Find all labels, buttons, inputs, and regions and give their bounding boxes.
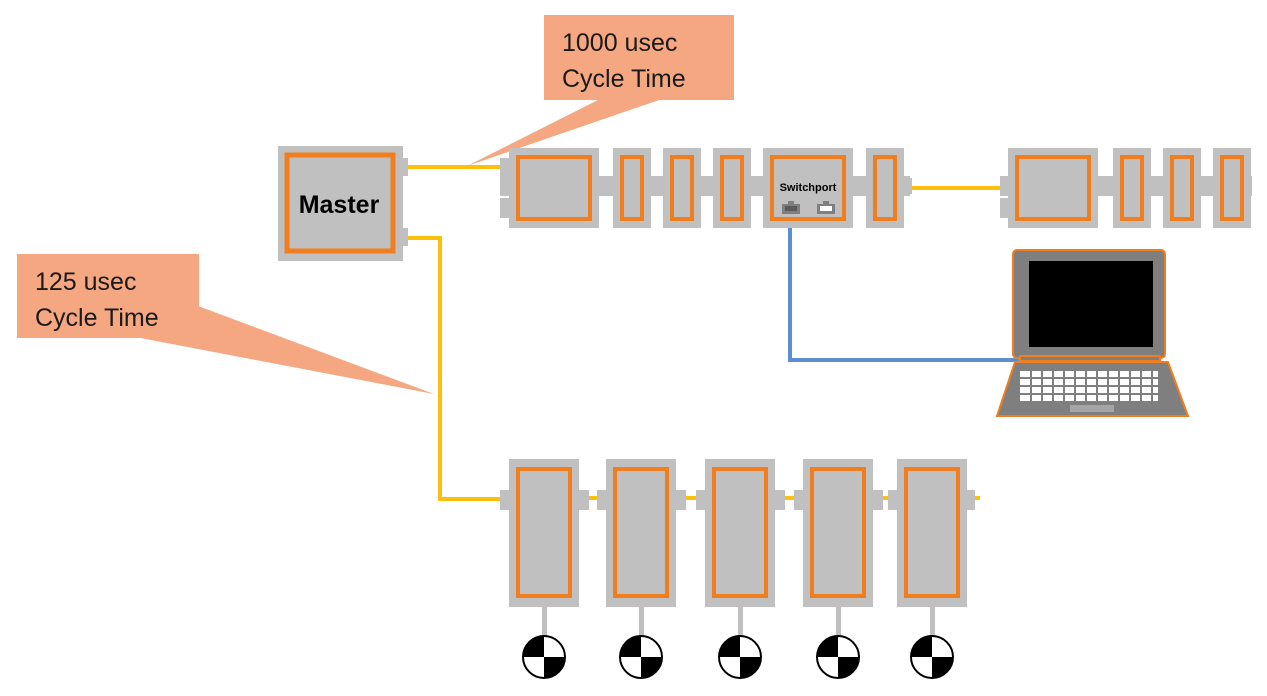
lower-drive-segment [500, 459, 980, 679]
laptop-icon [995, 249, 1190, 417]
servo-drive [888, 459, 975, 637]
master-controller: Master [278, 146, 408, 261]
motor-encoder-icon [522, 635, 566, 679]
io-terminal [613, 148, 651, 228]
servo-drive [500, 459, 589, 637]
ethernet-port-icon [817, 201, 835, 214]
ethernet-cable-to-laptop [788, 210, 1020, 362]
motor-encoder-icon [619, 635, 663, 679]
switchport-label: Switchport [780, 182, 837, 194]
callout-125-line1: 125 usec [35, 268, 136, 296]
motor-encoder-icon [816, 635, 860, 679]
io-terminal [1213, 148, 1251, 228]
callout-1000-line2: Cycle Time [562, 65, 686, 93]
callout-125-line2: Cycle Time [35, 304, 159, 332]
servo-drive [696, 459, 785, 637]
io-terminal [663, 148, 701, 228]
motor-encoder-icon [718, 635, 762, 679]
bus-coupler [509, 148, 599, 228]
io-terminal [866, 148, 904, 228]
callout-125-usec: 125 usec Cycle Time [17, 254, 434, 394]
io-terminal [713, 148, 751, 228]
io-terminal [1163, 148, 1201, 228]
bus-coupler [1008, 148, 1098, 228]
master-label: Master [299, 191, 380, 219]
servo-drive [794, 459, 883, 637]
callout-1000-line1: 1000 usec [562, 29, 677, 57]
switchport-module [763, 148, 853, 228]
callout-1000-usec: 1000 usec Cycle Time [467, 15, 734, 166]
motor-encoder-icon [910, 635, 954, 679]
ethernet-port-icon [782, 201, 800, 214]
link-master-to-lower-segment [405, 236, 510, 501]
upper-io-segment: Switchport [500, 148, 912, 228]
io-terminal [1113, 148, 1151, 228]
remote-io-segment [1000, 148, 1252, 228]
network-links [405, 165, 1020, 501]
servo-drive [597, 459, 686, 637]
